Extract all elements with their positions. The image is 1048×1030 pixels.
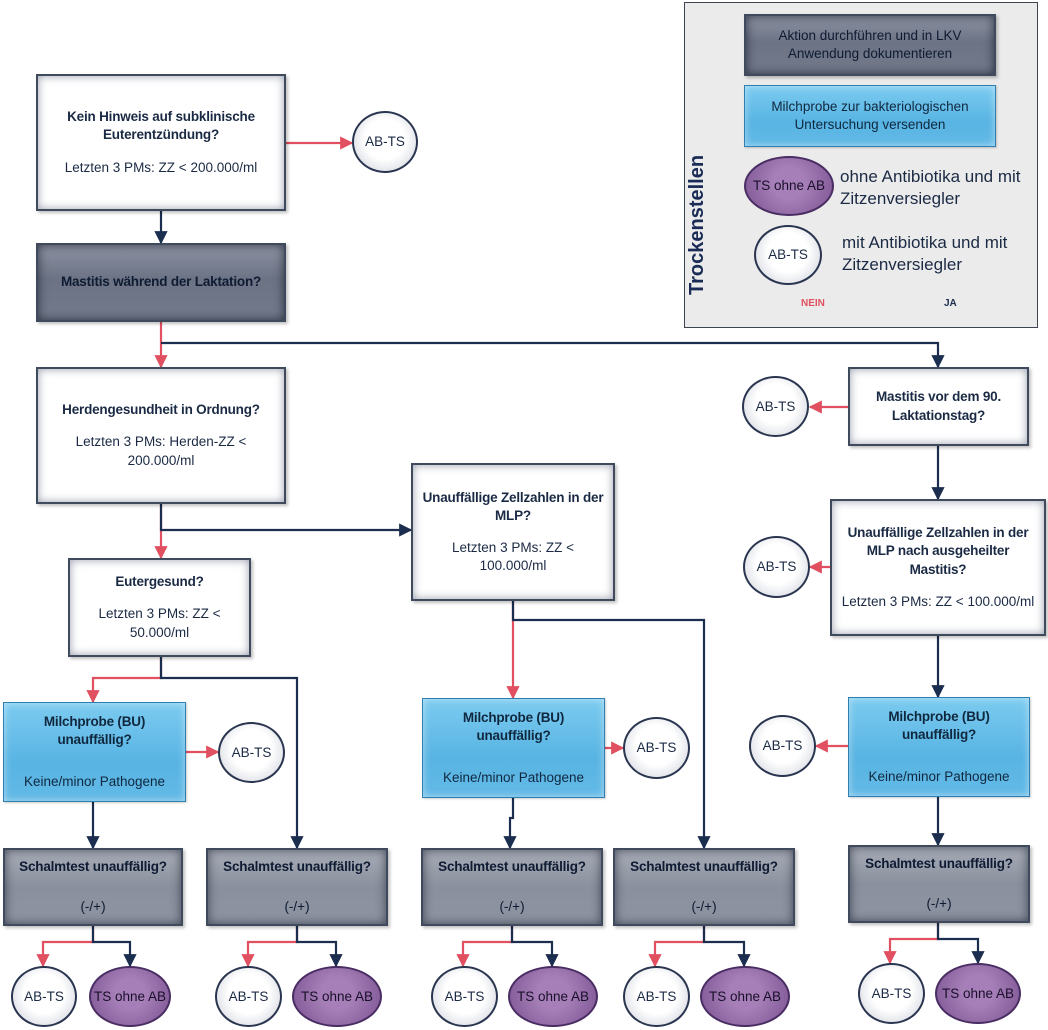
legend-title: Trockenstellen: [686, 154, 708, 295]
legend-ts-text: ohne Antibiotika und mit Zitzenversiegle…: [840, 167, 1021, 209]
node-herde: Herdengesundheit in Ordnung? Letzten 3 P…: [36, 367, 286, 504]
node-subtitle: (-/+): [499, 899, 525, 914]
outcome-ts-ohne-ab: TS ohne AB: [89, 966, 171, 1027]
outcome-ts-ohne-ab: TS ohne AB: [292, 966, 382, 1027]
edge-schalm3-ja: [510, 926, 559, 968]
legend-action-text: Aktion durchführen und in LKV Anwendung …: [778, 27, 962, 61]
node-title: Milchprobe (BU) unauffällig?: [462, 709, 565, 743]
edge-zellzahlen-mid-ja: [511, 601, 711, 850]
node-zellzahlen-right: Unauffällige Zellzahlen in der MLP nach …: [830, 499, 1046, 636]
node-title: Unauffällige Zellzahlen in der MLP nach …: [847, 525, 1029, 577]
edge-schalm5-nein: [883, 923, 940, 965]
node-mastitis-laktation: Mastitis während der Laktation?: [36, 243, 286, 322]
outcome-abts: AB-TS: [215, 966, 282, 1027]
node-subtitle: Letzten 3 PMs: ZZ < 200.000/ml: [64, 159, 258, 175]
node-subtitle: Keine/minor Pathogene: [868, 769, 1010, 785]
node-milchprobe-3: Milchprobe (BU) unauffällig? Keine/minor…: [848, 697, 1030, 797]
node-title: Mastitis vor dem 90. Laktationstag?: [875, 389, 1002, 423]
outcome-abts: AB-TS: [352, 111, 418, 173]
node-subtitle: (-/+): [284, 899, 310, 914]
node-subtitle: Keine/minor Pathogene: [23, 774, 166, 790]
edge-schalm5-ja: [936, 923, 985, 965]
legend-ts-oval: TS ohne AB: [744, 156, 834, 216]
node-eutergesund: Eutergesund? Letzten 3 PMs: ZZ < 50.000/…: [68, 558, 251, 657]
edge-schalm1-ja: [91, 926, 137, 968]
node-schalmtest-3: Schalmtest unauffällig? (-/+): [421, 848, 603, 926]
outcome-abts: AB-TS: [623, 966, 690, 1027]
legend-nein-label: NEIN: [801, 298, 825, 309]
node-title: Milchprobe (BU) unauffällig?: [888, 708, 990, 742]
outcome-ts-ohne-ab: TS ohne AB: [508, 966, 598, 1027]
node-subtitle: Letzten 3 PMs: ZZ < 50.000/ml: [98, 606, 221, 640]
outcome-abts: AB-TS: [431, 966, 498, 1027]
node-subtitle: Letzten 3 PMs: Herden-ZZ < 200.000/ml: [75, 434, 247, 468]
node-subtitle: (-/+): [80, 899, 106, 914]
outcome-ts-ohne-ab: TS ohne AB: [935, 963, 1021, 1024]
node-schalmtest-4: Schalmtest unauffällig? (-/+): [613, 848, 795, 926]
legend-sample-text: Milchprobe zur bakteriologischen Untersu…: [771, 98, 969, 132]
node-schalmtest-1: Schalmtest unauffällig? (-/+): [3, 848, 183, 926]
node-title: Kein Hinweis auf subklinische Euterentzü…: [67, 109, 255, 143]
edge-schalm3-nein: [456, 926, 514, 968]
node-subklinisch: Kein Hinweis auf subklinische Euterentzü…: [36, 74, 286, 211]
legend-abts-oval: AB-TS: [754, 225, 822, 285]
node-subtitle: Letzten 3 PMs: ZZ < 100.000/ml: [452, 540, 574, 574]
node-schalmtest-5: Schalmtest unauffällig? (-/+): [848, 845, 1030, 923]
outcome-abts: AB-TS: [749, 715, 816, 777]
node-title: Herdengesundheit in Ordnung?: [62, 402, 260, 418]
node-zellzahlen-mid: Unauffällige Zellzahlen in der MLP? Letz…: [411, 463, 615, 601]
legend-abts-text: mit Antibiotika und mit Zitzenversiegler: [842, 233, 1008, 275]
edge-eutergesund-nein: [86, 657, 163, 704]
node-milchprobe-1: Milchprobe (BU) unauffällig? Keine/minor…: [3, 702, 186, 802]
node-subtitle: (-/+): [691, 899, 717, 914]
outcome-abts: AB-TS: [743, 536, 810, 598]
edge-eutergesund-ja: [159, 657, 304, 850]
node-mastitis-90: Mastitis vor dem 90. Laktationstag?: [848, 367, 1029, 446]
edge-schalm4-nein: [648, 926, 706, 968]
legend-ja-label: JA: [944, 298, 957, 309]
node-schalmtest-2: Schalmtest unauffällig? (-/+): [206, 848, 388, 926]
node-title: Schalmtest unauffällig?: [865, 855, 1013, 871]
outcome-abts: AB-TS: [11, 966, 77, 1027]
edge-schalm2-ja: [295, 926, 343, 968]
outcome-abts: AB-TS: [623, 717, 690, 779]
legend-sample-box: Milchprobe zur bakteriologischen Untersu…: [744, 85, 996, 147]
edge-schalm4-ja: [702, 926, 751, 968]
outcome-abts: AB-TS: [742, 376, 809, 437]
node-title: Schalmtest unauffällig?: [438, 858, 586, 874]
node-subtitle: (-/+): [926, 896, 952, 911]
edge-schalm1-nein: [36, 926, 95, 968]
node-title: Milchprobe (BU) unauffällig?: [43, 713, 146, 747]
node-subtitle: Letzten 3 PMs: ZZ < 100.000/ml: [841, 593, 1035, 609]
node-title: Unauffällige Zellzahlen in der MLP?: [422, 489, 604, 523]
node-title: Schalmtest unauffällig?: [630, 858, 778, 874]
node-subtitle: Keine/minor Pathogene: [442, 770, 585, 786]
legend-action-box: Aktion durchführen und in LKV Anwendung …: [744, 14, 996, 76]
node-title: Schalmtest unauffällig?: [223, 858, 371, 874]
edge-herde-ja: [159, 504, 413, 537]
edge-laktation-ja: [161, 341, 945, 369]
edge-milch2-ja: [503, 798, 517, 850]
node-title: Eutergesund?: [115, 574, 204, 590]
node-title: Mastitis während der Laktation?: [60, 274, 262, 290]
edge-schalm2-nein: [241, 926, 299, 968]
node-title: Schalmtest unauffällig?: [19, 858, 167, 874]
outcome-ts-ohne-ab: TS ohne AB: [700, 966, 790, 1027]
outcome-abts: AB-TS: [218, 722, 285, 783]
outcome-abts: AB-TS: [858, 963, 925, 1024]
node-milchprobe-2: Milchprobe (BU) unauffällig? Keine/minor…: [422, 698, 605, 798]
